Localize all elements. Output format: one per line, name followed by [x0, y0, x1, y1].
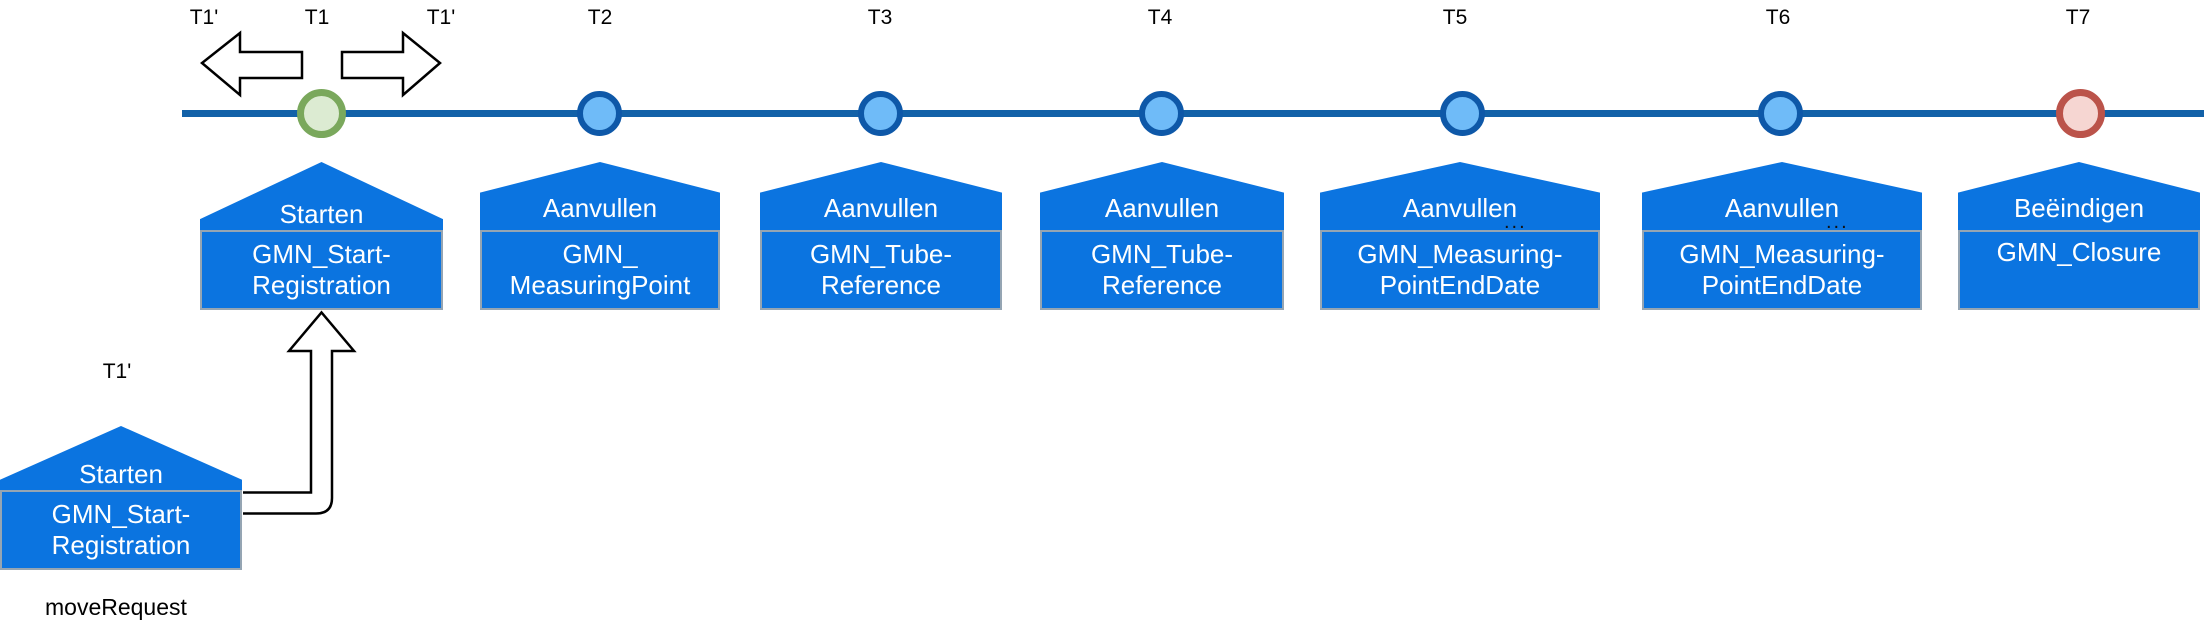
- event-name-line: GMN_Measuring-: [1357, 239, 1563, 269]
- event-action-label: Aanvullen: [542, 193, 658, 223]
- timeline-node-t6: [1758, 91, 1803, 136]
- block-arrow-left-icon: [200, 30, 304, 98]
- timeline-label-t1-prime-right: T1': [426, 6, 456, 29]
- event-box-body: GMN_Measuring- PointEndDate: [1642, 230, 1922, 310]
- ellipsis-dots: ...: [1504, 211, 1527, 233]
- event-box-body: GMN_Tube- Reference: [760, 230, 1002, 310]
- event-box-moverequest: Starten GMN_Start- Registration: [0, 426, 242, 570]
- event-box-roof: Beëindigen: [1958, 162, 2200, 230]
- timeline-node-t7-red: [2056, 89, 2105, 138]
- detached-box-label-t1-prime: T1': [102, 360, 132, 383]
- event-box-roof: Aanvullen: [760, 162, 1002, 230]
- timeline-label-t2: T2: [587, 6, 613, 29]
- event-box-body: GMN_Closure: [1958, 230, 2200, 310]
- event-box-body: GMN_Start- Registration: [0, 490, 242, 570]
- timeline-label-t1: T1: [304, 6, 330, 29]
- ellipsis-dots: ...: [1826, 211, 1849, 233]
- event-box-body: GMN_Start- Registration: [200, 230, 443, 310]
- event-name-line: Reference: [821, 270, 941, 300]
- event-action-label: Aanvullen: [1104, 193, 1220, 223]
- timeline-label-t5: T5: [1442, 6, 1468, 29]
- timeline-label-t6: T6: [1765, 6, 1791, 29]
- event-name-line: PointEndDate: [1379, 270, 1541, 300]
- event-box-t4: Aanvullen GMN_Tube- Reference: [1040, 162, 1284, 310]
- elbow-up-arrow-icon: [243, 310, 357, 515]
- event-action-label: Aanvullen: [1402, 193, 1518, 223]
- event-name-line: GMN_Tube-: [1090, 239, 1234, 269]
- event-box-t3: Aanvullen GMN_Tube- Reference: [760, 162, 1002, 310]
- event-name-line: PointEndDate: [1701, 270, 1863, 300]
- event-name-line: GMN_Closure: [1996, 237, 2162, 267]
- event-box-body: GMN_Tube- Reference: [1040, 230, 1284, 310]
- timeline-node-t2: [577, 91, 622, 136]
- event-box-body: GMN_ MeasuringPoint: [480, 230, 720, 310]
- event-name-line: MeasuringPoint: [509, 270, 691, 300]
- event-name-line: Registration: [252, 270, 391, 300]
- event-box-roof: Aanvullen: [480, 162, 720, 230]
- event-action-label: Aanvullen: [1724, 193, 1840, 223]
- event-name-line: Reference: [1102, 270, 1222, 300]
- timeline-label-t7: T7: [2065, 6, 2091, 29]
- timeline-label-t1-prime-left: T1': [189, 6, 219, 29]
- event-action-label: Beëindigen: [2013, 193, 2145, 223]
- timeline-node-t4: [1139, 91, 1184, 136]
- timeline-label-t3: T3: [867, 6, 893, 29]
- event-box-t1: Starten GMN_Start- Registration: [200, 162, 443, 310]
- moverequest-caption: moveRequest: [45, 594, 187, 620]
- timeline-node-t5: [1440, 91, 1485, 136]
- event-box-roof: Aanvullen ...: [1642, 162, 1922, 230]
- event-action-label: Starten: [79, 459, 163, 489]
- timeline-node-t1-green: [297, 89, 346, 138]
- event-action-label: Starten: [279, 199, 364, 229]
- event-name-line: GMN_: [562, 239, 638, 269]
- timeline-label-t4: T4: [1147, 6, 1173, 29]
- event-box-roof: Starten: [0, 426, 242, 490]
- event-name-line: Registration: [51, 530, 191, 560]
- event-box-roof: Aanvullen: [1040, 162, 1284, 230]
- event-box-t7: Beëindigen GMN_Closure: [1958, 162, 2200, 310]
- event-name-line: GMN_Measuring-: [1679, 239, 1885, 269]
- timeline-axis: [182, 110, 2204, 117]
- event-box-t5: Aanvullen ... GMN_Measuring- PointEndDat…: [1320, 162, 1600, 310]
- event-box-t2: Aanvullen GMN_ MeasuringPoint: [480, 162, 720, 310]
- event-name-line: GMN_Start-: [252, 239, 391, 269]
- event-box-body: GMN_Measuring- PointEndDate: [1320, 230, 1600, 310]
- event-box-t6: Aanvullen ... GMN_Measuring- PointEndDat…: [1642, 162, 1922, 310]
- event-name-line: GMN_Start-: [51, 499, 191, 529]
- event-action-label: Aanvullen: [823, 193, 939, 223]
- event-box-roof: Starten: [200, 162, 443, 230]
- timeline-node-t3: [858, 91, 903, 136]
- block-arrow-right-icon: [340, 30, 442, 98]
- event-name-line: GMN_Tube-: [809, 239, 953, 269]
- event-box-roof: Aanvullen ...: [1320, 162, 1600, 230]
